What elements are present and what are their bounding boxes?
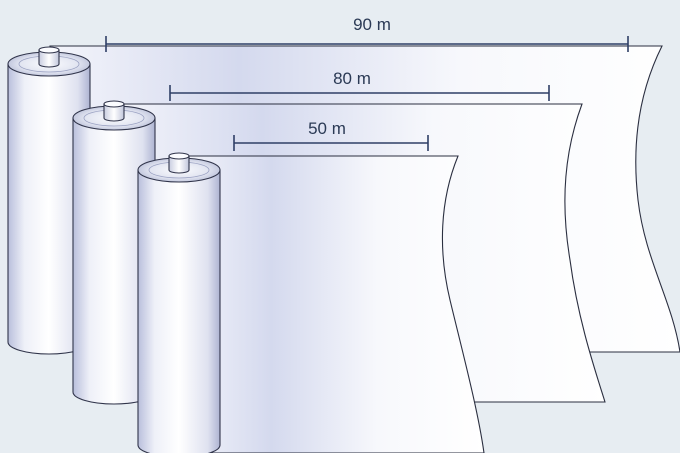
roll-hub-50m — [168, 155, 190, 174]
roll-hub-top-90m — [38, 46, 60, 54]
length-label-50m: 50 m — [308, 119, 346, 138]
roll-hub-top-50m — [168, 152, 190, 160]
roll-50m: 50 m — [137, 119, 485, 453]
sheet-50m — [179, 155, 485, 453]
dimension-90m: 90 m — [105, 15, 629, 52]
dimension-80m: 80 m — [169, 69, 550, 101]
roll-hub-80m — [103, 103, 125, 122]
length-label-90m: 90 m — [353, 15, 391, 34]
dimension-50m: 50 m — [233, 119, 429, 151]
roll-hub-top-80m — [103, 100, 125, 108]
roll-body-50m — [137, 169, 221, 453]
roll-hub-90m — [38, 49, 60, 68]
length-label-80m: 80 m — [333, 69, 371, 88]
